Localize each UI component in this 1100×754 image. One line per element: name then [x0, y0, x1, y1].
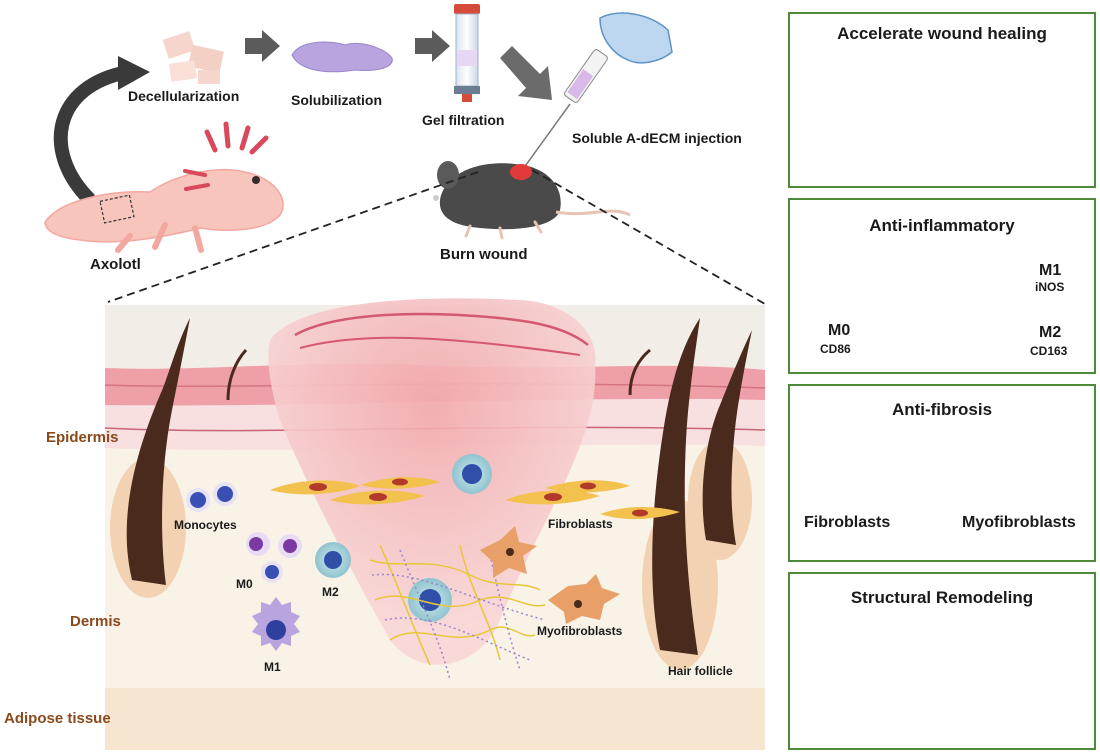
m2-cell — [315, 542, 351, 578]
hair-follicle-right-2 — [688, 330, 752, 560]
label-gel-filtration: Gel filtration — [422, 112, 505, 128]
label-myofibroblasts: Myofibroblasts — [537, 624, 623, 638]
panel-anti-fibrosis-title: Anti-fibrosis — [891, 400, 993, 419]
flow-arrow-1 — [245, 30, 280, 62]
gel-filtration-column — [454, 4, 480, 102]
label-solubilization: Solubilization — [291, 92, 382, 108]
panel-remodeling-title: Structural Remodeling — [850, 588, 1034, 607]
solubilized-ecm — [291, 41, 393, 73]
syringe-hand — [517, 12, 673, 177]
flow-arrow-3 — [500, 46, 552, 100]
hair-small-left — [226, 348, 248, 401]
label-adipose: Adipose tissue — [4, 710, 111, 727]
flow-arrow-2 — [415, 30, 450, 62]
axolotl-illustration — [44, 121, 284, 253]
panel-myofibroblasts-label: Myofibroblasts — [962, 514, 1076, 531]
fibroblast-group — [270, 477, 680, 520]
panel-fibroblasts-label: Fibroblasts — [804, 514, 891, 531]
panel-cd163-label: CD163 — [1030, 344, 1068, 358]
panel-m2-label: M2 — [1039, 324, 1062, 341]
myofibroblasts — [480, 526, 620, 624]
panel-cd86-label: CD86 — [820, 342, 851, 356]
panel-wound-healing-title: Accelerate wound healing — [837, 24, 1047, 43]
label-dermis: Dermis — [70, 613, 121, 630]
panel-wound-healing: Accelerate wound healing — [788, 12, 1096, 188]
ecm-fibers — [369, 544, 546, 681]
panel-anti-fibrosis: Anti-fibrosis Fibroblasts Myofibroblasts — [788, 384, 1096, 562]
label-axolotl: Axolotl — [90, 256, 141, 273]
panel-m1-label: M1 — [1039, 262, 1062, 279]
label-injection: Soluble A-dECM injection — [572, 130, 742, 146]
cycle-arrow-head — [118, 56, 150, 90]
m0-cells — [246, 532, 302, 583]
monocytes — [186, 482, 237, 512]
panel-anti-inflammatory: Anti-inflammatory M0 CD86 M1 iNOS M2 CD1… — [788, 198, 1096, 374]
label-decellularization: Decellularization — [128, 88, 240, 104]
mouse-illustration — [433, 161, 631, 240]
hair-small-right — [628, 348, 651, 396]
decellularized-tissue — [162, 31, 224, 84]
panel-remodeling: Structural Remodeling — [788, 572, 1096, 750]
label-m0: M0 — [236, 577, 253, 591]
skin-cross-section — [104, 298, 766, 750]
label-epidermis: Epidermis — [46, 429, 119, 446]
zoom-line-left — [107, 171, 479, 303]
label-m2: M2 — [322, 585, 339, 599]
label-monocytes: Monocytes — [174, 518, 237, 532]
label-m1: M1 — [264, 660, 281, 674]
hair-follicle-left — [110, 318, 190, 598]
label-hair-follicle: Hair follicle — [668, 664, 733, 678]
label-burn-wound: Burn wound — [440, 246, 528, 263]
panel-m0-label: M0 — [828, 322, 851, 339]
label-fibroblasts: Fibroblasts — [548, 517, 613, 531]
panel-inos-label: iNOS — [1035, 280, 1065, 294]
zoom-line-right — [531, 169, 766, 305]
panel-anti-inflammatory-title: Anti-inflammatory — [869, 216, 1015, 235]
m1-cell — [252, 597, 300, 651]
cycle-arrow — [53, 65, 130, 205]
